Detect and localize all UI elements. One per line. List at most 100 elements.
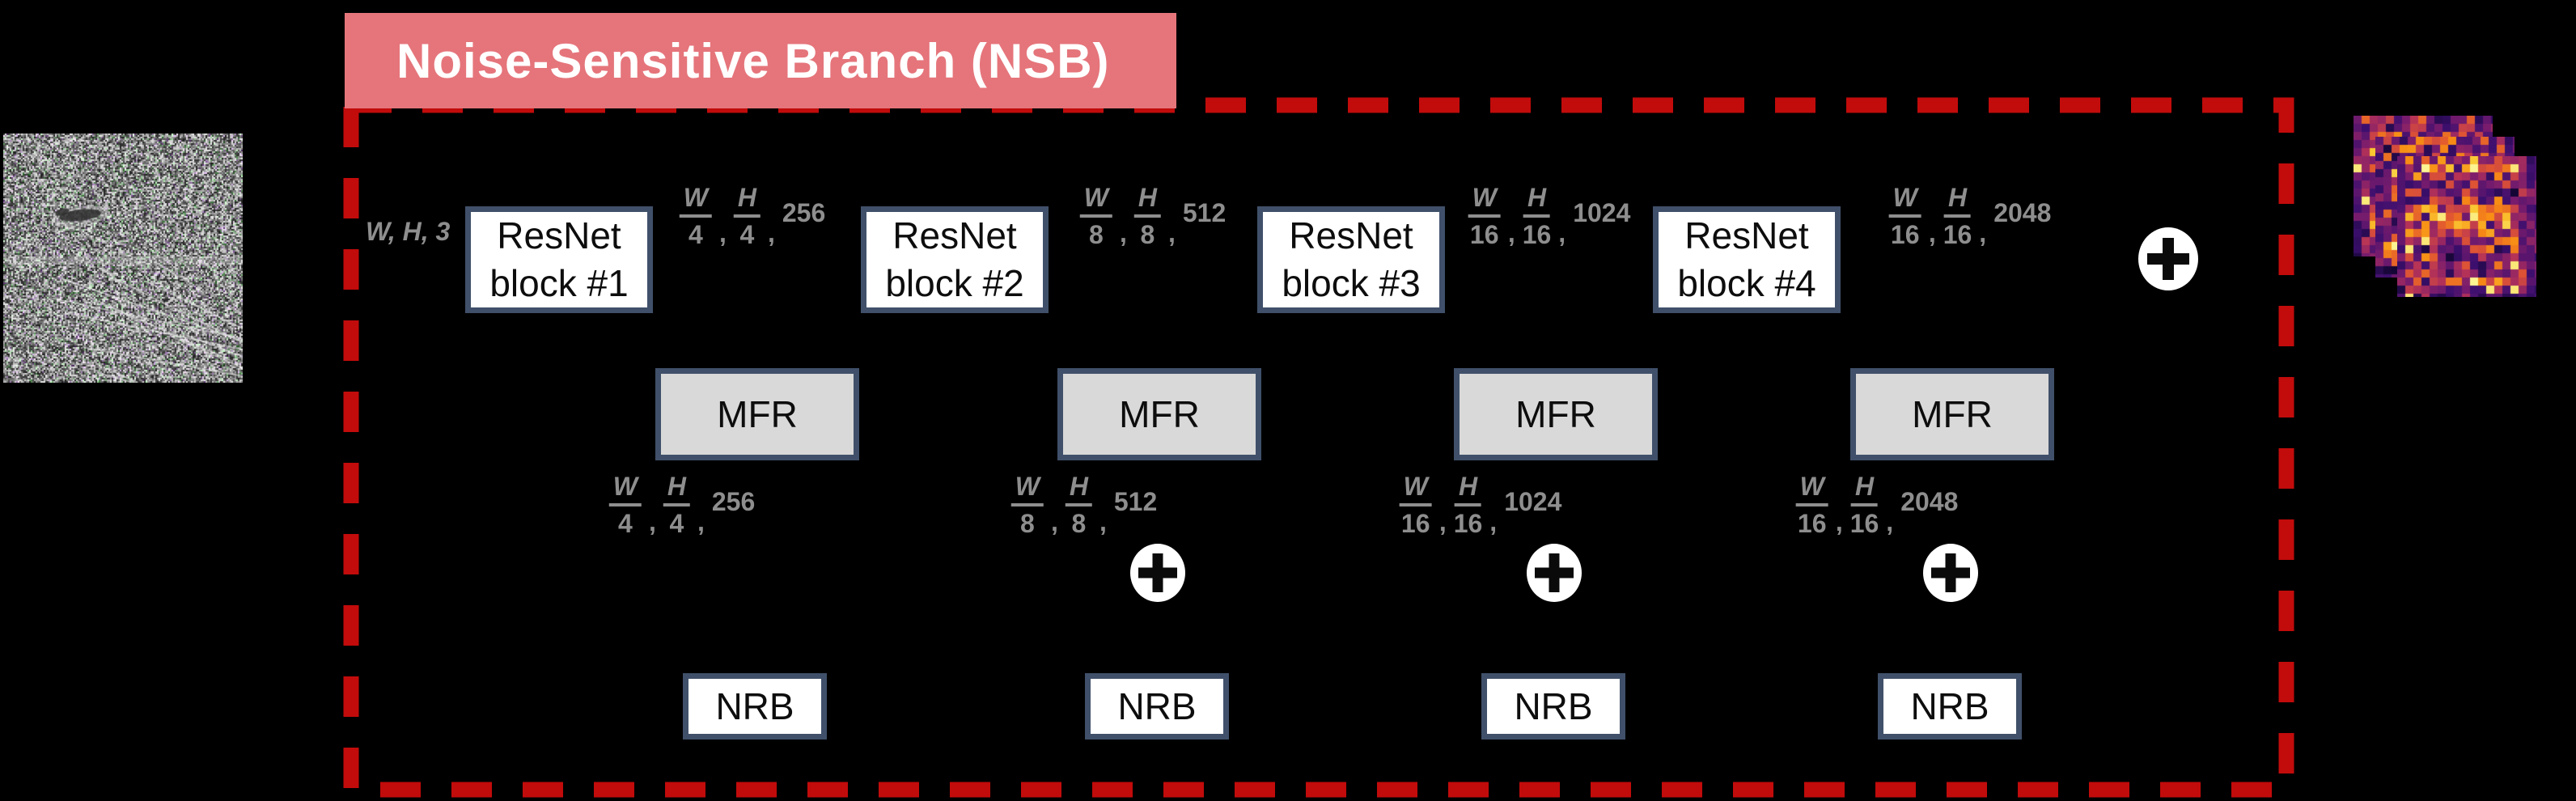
add-icon-final (2138, 227, 2198, 290)
h-fraction: H 8 (1133, 184, 1161, 248)
w-denominator: 16 (1797, 509, 1827, 538)
h-denominator: 4 (669, 509, 684, 538)
mfr-block-1: MFR (655, 368, 859, 460)
mfr-block-1-label: MFR (717, 392, 798, 435)
h-fraction: H 16 (1850, 473, 1879, 536)
nrb-block-1-label: NRB (715, 684, 794, 727)
h-numerator: H (1850, 473, 1879, 506)
channels-value: 512 (1182, 197, 1227, 227)
w-fraction: W 16 (1888, 184, 1921, 248)
h-fraction: H 4 (663, 473, 690, 536)
nrb-block-3-label: NRB (1514, 684, 1593, 727)
w-fraction: W 16 (1468, 184, 1501, 248)
resnet-block-1-line2: block #1 (489, 262, 629, 304)
separator: , (1489, 507, 1498, 536)
separator: , (1050, 507, 1058, 536)
resnet-block-4-line2: block #4 (1677, 262, 1816, 304)
w-fraction: W 4 (679, 184, 712, 249)
w-numerator: W (608, 473, 642, 506)
separator: , (718, 218, 727, 248)
resnet-block-2-line2: block #2 (885, 262, 1024, 304)
w-numerator: W (1468, 184, 1501, 218)
w-numerator: W (1010, 473, 1044, 506)
w-denominator: 4 (688, 220, 703, 249)
resnet-block-3: ResNet block #3 (1257, 206, 1445, 313)
h-denominator: 16 (1849, 509, 1879, 538)
h-denominator: 16 (1522, 220, 1552, 249)
nrb-block-3: NRB (1481, 673, 1625, 740)
separator: , (1558, 218, 1566, 248)
w-numerator: W (679, 184, 712, 218)
h-denominator: 4 (739, 220, 755, 249)
mfr-block-3: MFR (1454, 368, 1658, 460)
separator: , (697, 507, 705, 536)
stage-dims-4: W 16 , H 16 , 2048 (1888, 184, 2052, 248)
resnet-block-1: ResNet block #1 (465, 206, 653, 313)
w-numerator: W (1399, 473, 1432, 506)
nrb-block-2-label: NRB (1117, 684, 1197, 727)
input-dims-label: W, H, 3 (366, 217, 451, 246)
feature-map-front (2397, 156, 2536, 297)
separator: , (1886, 507, 1894, 536)
separator: , (1835, 507, 1843, 536)
w-fraction: W 16 (1795, 473, 1828, 538)
h-numerator: H (733, 184, 761, 218)
w-denominator: 8 (1019, 509, 1035, 538)
mfr-dims-4: W 16 , H 16 , 2048 (1795, 473, 1959, 538)
noise-residual-input-image (3, 134, 243, 383)
w-numerator: W (1079, 184, 1112, 218)
mfr-block-4-label: MFR (1912, 392, 1993, 435)
mfr-dims-2: W 8 , H 8 , 512 (1010, 473, 1158, 538)
resnet-block-3-line2: block #3 (1282, 262, 1421, 304)
nrb-block-2: NRB (1085, 673, 1229, 740)
nsb-title: Noise-Sensitive Branch (NSB) (396, 33, 1110, 88)
add-icon-1 (1130, 544, 1185, 602)
add-icon-3 (1923, 544, 1978, 602)
mfr-block-3-label: MFR (1515, 392, 1596, 435)
w-denominator: 8 (1088, 220, 1104, 249)
separator: , (1167, 218, 1176, 248)
mfr-block-2: MFR (1057, 368, 1261, 460)
w-numerator: W (1888, 184, 1921, 218)
w-fraction: W 4 (608, 473, 642, 538)
nsb-title-banner: Noise-Sensitive Branch (NSB) (345, 13, 1176, 108)
h-denominator: 8 (1071, 509, 1087, 538)
channels-value: 2048 (1993, 197, 2052, 227)
resnet-block-1-line1: ResNet (497, 214, 621, 257)
stage-dims-3: W 16 , H 16 , 1024 (1468, 184, 1630, 248)
h-numerator: H (663, 473, 690, 506)
w-fraction: W 16 (1399, 473, 1432, 538)
h-fraction: H 8 (1065, 473, 1092, 538)
separator: , (1099, 507, 1107, 536)
resnet-block-4-line1: ResNet (1684, 214, 1809, 257)
channels-value: 512 (1113, 486, 1158, 516)
h-fraction: H 16 (1943, 184, 1972, 248)
h-numerator: H (1133, 184, 1161, 218)
w-denominator: 16 (1469, 220, 1499, 249)
mfr-dims-1: W 4 , H 4 , 256 (608, 473, 755, 538)
resnet-block-3-line1: ResNet (1289, 214, 1413, 257)
nsb-dashed-border (343, 97, 2294, 798)
resnet-block-2-line1: ResNet (892, 214, 1017, 257)
h-numerator: H (1454, 473, 1482, 506)
separator: , (1438, 507, 1447, 536)
h-denominator: 16 (1453, 509, 1483, 538)
w-denominator: 16 (1400, 509, 1430, 538)
add-icon-2 (1527, 544, 1582, 602)
nrb-block-1: NRB (683, 673, 827, 740)
w-denominator: 4 (617, 509, 633, 538)
h-numerator: H (1065, 473, 1092, 506)
separator: , (1979, 218, 1987, 248)
stage-dims-2: W 8 , H 8 , 512 (1079, 184, 1227, 249)
nrb-block-4-label: NRB (1910, 684, 1989, 727)
h-fraction: H 16 (1523, 184, 1552, 248)
separator: , (1507, 218, 1515, 248)
mfr-dims-3: W 16 , H 16 , 1024 (1399, 473, 1561, 538)
nrb-block-4: NRB (1878, 673, 2022, 740)
h-fraction: H 4 (733, 184, 761, 249)
channels-value: 2048 (1900, 486, 1959, 516)
stage-dims-1: W 4 , H 4 , 256 (679, 184, 825, 249)
w-numerator: W (1795, 473, 1828, 506)
resnet-block-4: ResNet block #4 (1653, 206, 1841, 313)
h-denominator: 16 (1943, 220, 1972, 249)
